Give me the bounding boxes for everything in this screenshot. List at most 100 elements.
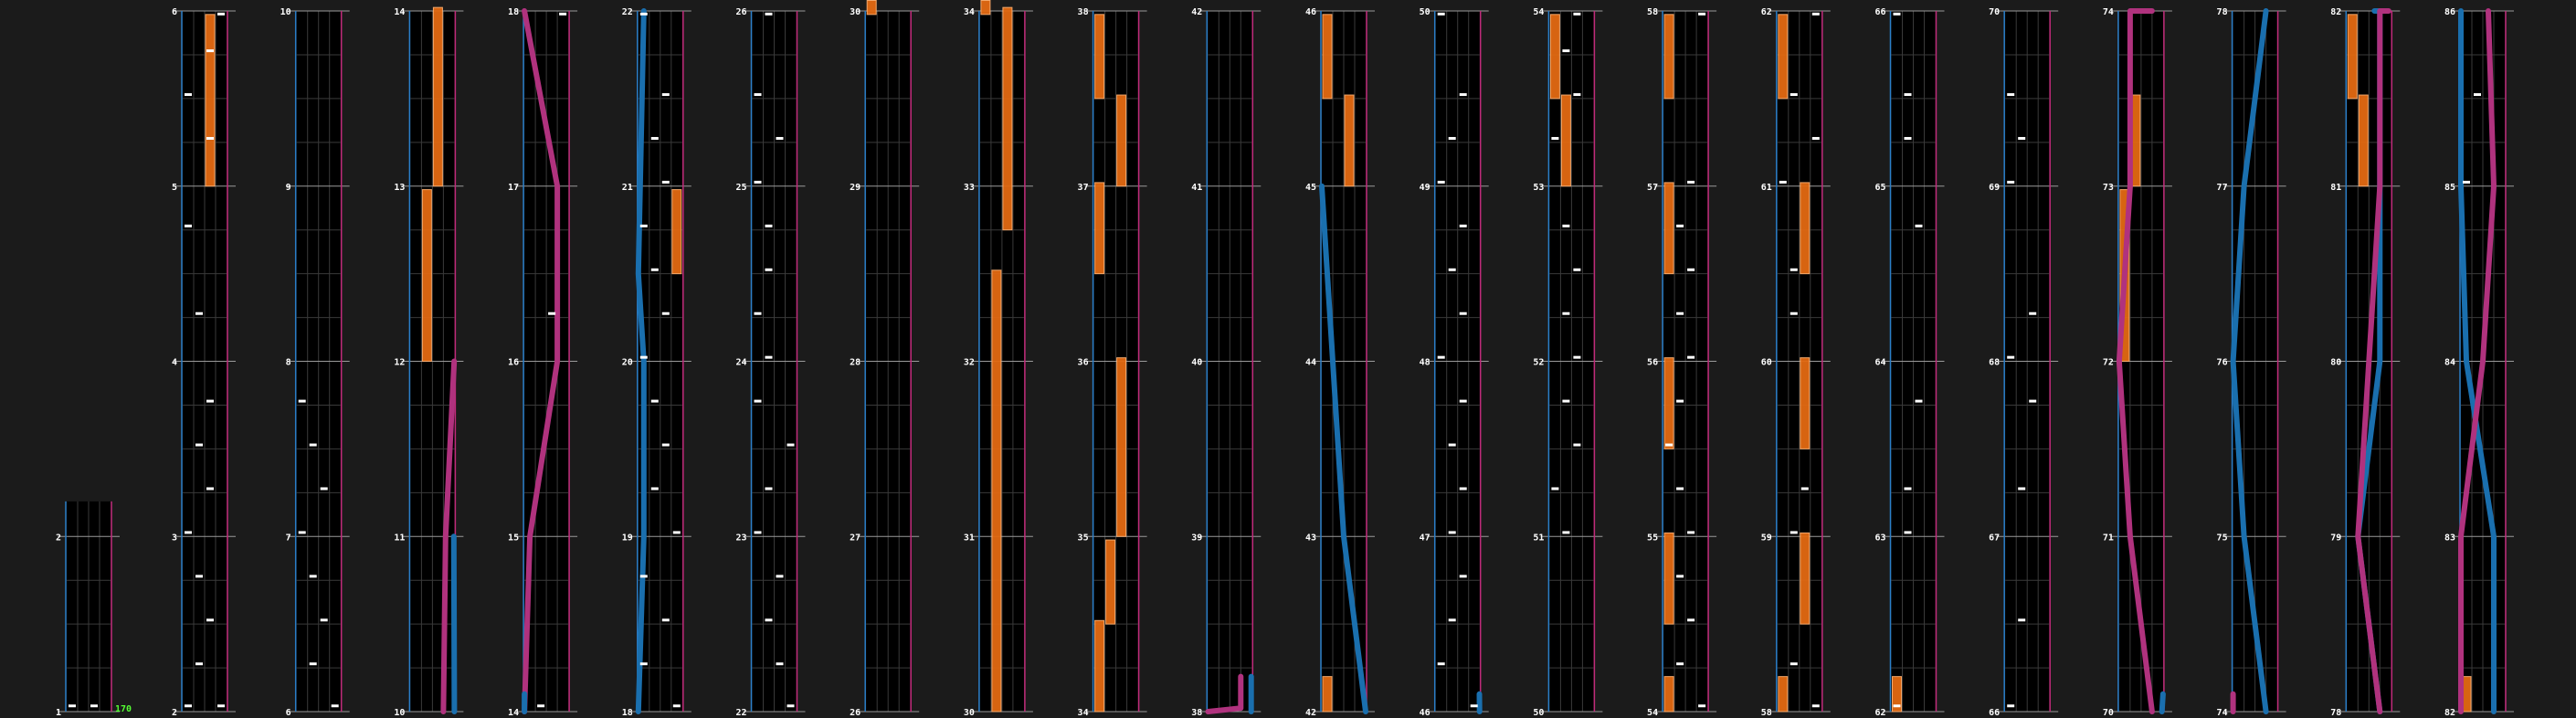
measure-number: 14 [508, 708, 519, 718]
tap-note [1893, 704, 1901, 708]
hold-note [1560, 94, 1571, 187]
tap-note [206, 618, 214, 622]
tap-note [1698, 704, 1706, 708]
tap-note [754, 399, 762, 403]
measure-number: 23 [735, 533, 746, 543]
measure-number: 45 [1305, 183, 1316, 193]
measure-number: 62 [1761, 7, 1772, 17]
measure-number: 82 [2444, 708, 2455, 718]
tap-note [754, 93, 762, 97]
measure-number: 70 [1989, 7, 2000, 17]
measure-number: 24 [735, 358, 746, 368]
measure-number: 68 [1989, 358, 2000, 368]
hold-note [1322, 14, 1333, 100]
hold-note [1663, 182, 1674, 275]
measure-number: 84 [2444, 358, 2455, 368]
tap-note [1687, 180, 1695, 184]
tap-note [185, 93, 192, 97]
measure-number: 36 [1078, 358, 1089, 368]
tap-note [754, 531, 762, 534]
measure-number: 44 [1305, 358, 1316, 368]
measure-number: 66 [1874, 7, 1885, 17]
tap-note [2007, 704, 2015, 708]
measure-number: 53 [1533, 183, 1544, 193]
measure-number: 21 [622, 183, 633, 193]
tap-note [1789, 662, 1798, 666]
measure-number: 79 [2330, 533, 2341, 543]
tap-note [1448, 531, 1456, 534]
tap-note [639, 355, 648, 359]
tap-note [1562, 399, 1570, 403]
tap-note [298, 531, 306, 534]
tap-note [1459, 93, 1467, 97]
tap-note [765, 355, 773, 359]
tap-note [309, 443, 317, 447]
measure-number: 73 [2103, 183, 2114, 193]
tap-note [320, 487, 328, 491]
tap-note [661, 618, 670, 622]
measure-number: 57 [1647, 183, 1658, 193]
tap-note [2018, 136, 2026, 140]
measure-number: 50 [1420, 7, 1431, 17]
tap-note [185, 531, 192, 534]
measure-number: 12 [394, 358, 405, 368]
measure-number: 78 [2217, 7, 2228, 17]
tap-note [1437, 12, 1445, 16]
tap-note [1459, 487, 1467, 491]
tap-note [639, 575, 648, 578]
measure-number: 25 [735, 183, 746, 193]
tap-note [1789, 531, 1798, 534]
tap-note [1437, 662, 1445, 666]
tap-note [1800, 487, 1809, 491]
tap-note [1562, 311, 1570, 315]
measure-number: 30 [964, 708, 975, 718]
tap-note [639, 224, 648, 227]
tap-note [1698, 12, 1706, 16]
tap-note [1562, 224, 1570, 227]
tap-note [1904, 487, 1912, 491]
measure-number: 2 [56, 533, 61, 543]
measure-number: 48 [1420, 358, 1431, 368]
measure-number: 50 [1533, 708, 1544, 718]
hold-note [1094, 619, 1105, 713]
tap-note [650, 487, 659, 491]
hold-note [1663, 14, 1674, 100]
hold-note [1778, 14, 1789, 100]
measure-number: 9 [286, 183, 291, 193]
tap-note [765, 224, 773, 227]
slide-right [2116, 8, 2155, 714]
tap-note [195, 311, 203, 315]
tap-note [1811, 136, 1820, 140]
hold-note [1002, 6, 1013, 231]
tap-note [331, 704, 339, 708]
tap-note [1448, 618, 1456, 622]
tap-note [309, 662, 317, 666]
measure-number: 86 [2444, 7, 2455, 17]
tap-note [1573, 93, 1581, 97]
hold-note [2347, 14, 2358, 100]
tap-note [776, 575, 784, 578]
hold-note [1778, 676, 1789, 713]
measure-number: 3 [172, 533, 177, 543]
tap-note [1676, 575, 1684, 578]
tap-note [1459, 224, 1467, 227]
tap-note [1437, 180, 1445, 184]
tap-note [1676, 487, 1684, 491]
tap-note [1437, 355, 1445, 359]
tap-note [1811, 12, 1820, 16]
measure-number: 5 [172, 183, 177, 193]
measure-number: 29 [850, 183, 860, 193]
tap-note [661, 443, 670, 447]
tap-note [765, 487, 773, 491]
measure-number: 19 [622, 533, 633, 543]
measure-number: 72 [2103, 358, 2114, 368]
measure-number: 70 [2103, 708, 2114, 718]
tap-note [1562, 49, 1570, 53]
tap-note [206, 399, 214, 403]
measure-number: 41 [1191, 183, 1202, 193]
tap-note [1789, 311, 1798, 315]
tap-note [2474, 93, 2481, 97]
measure-number: 14 [394, 7, 405, 17]
tap-note [90, 704, 98, 708]
